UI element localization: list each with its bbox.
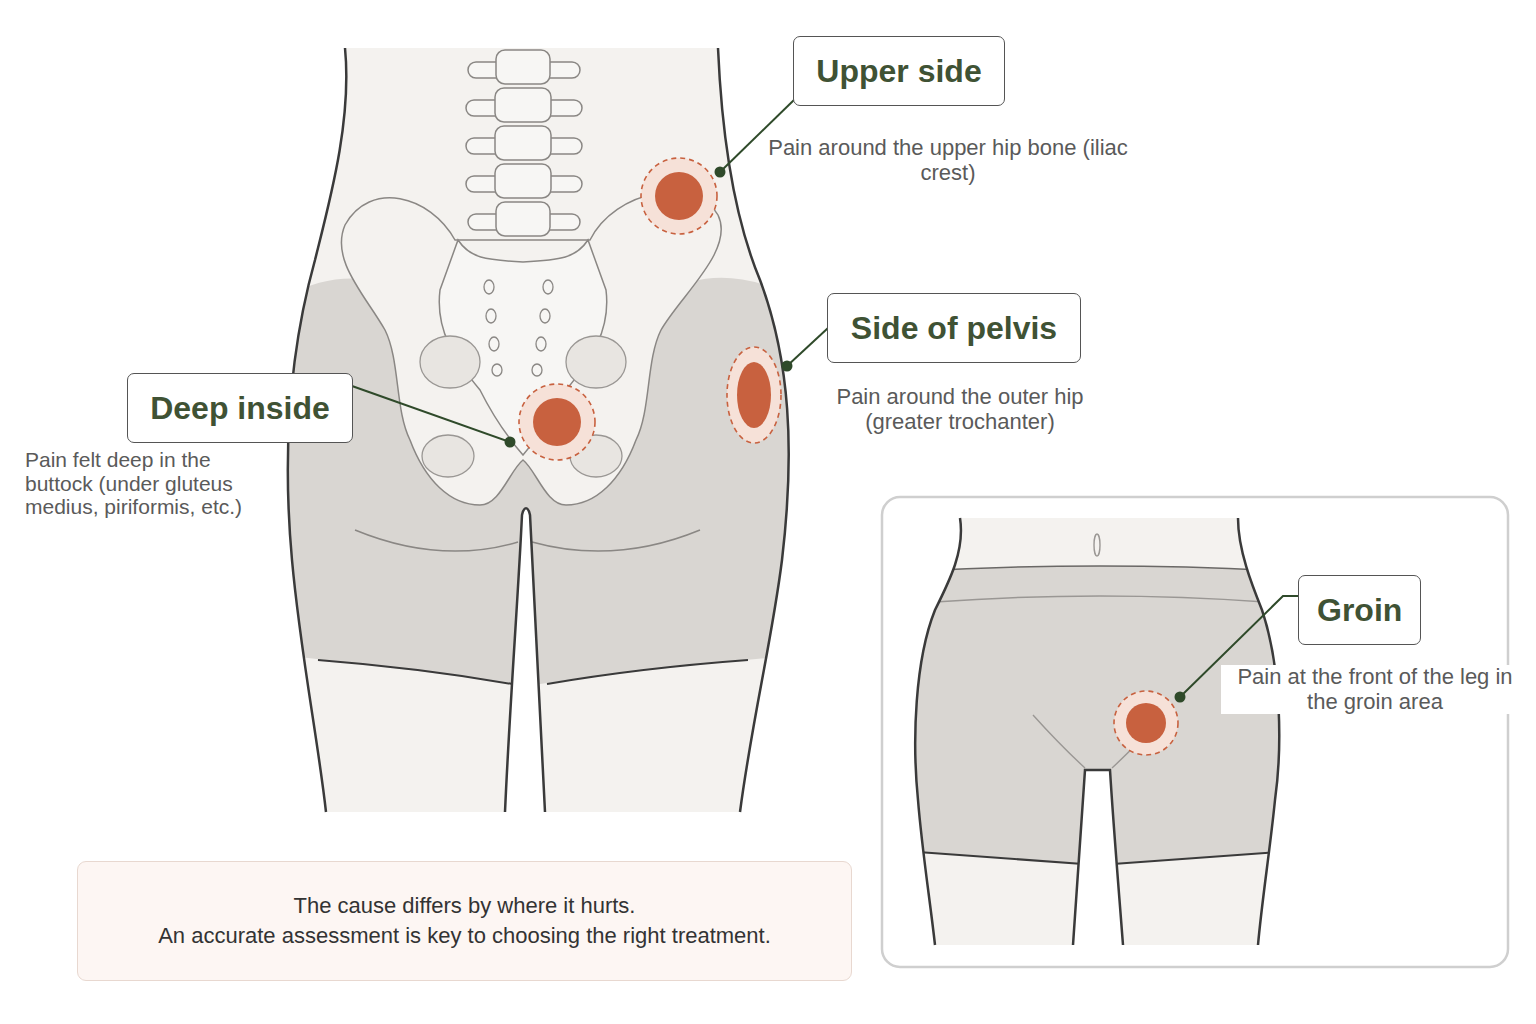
body-outline bbox=[505, 508, 545, 812]
pain-halo bbox=[641, 158, 717, 234]
hip-socket bbox=[566, 336, 626, 388]
pain-marker bbox=[641, 158, 717, 234]
body-outline bbox=[1073, 770, 1123, 945]
crotch-seam bbox=[1033, 715, 1085, 768]
callout-box: Upper side bbox=[793, 36, 1005, 106]
vertebra-body bbox=[495, 126, 551, 160]
pain-halo bbox=[519, 384, 595, 460]
pain-dot bbox=[655, 172, 703, 220]
pain-dot bbox=[533, 398, 581, 446]
navel bbox=[1094, 534, 1100, 556]
front-figure bbox=[900, 518, 1300, 945]
shorts-hem bbox=[918, 852, 1083, 864]
pain-description: Pain around the outer hip (greater troch… bbox=[800, 385, 1120, 434]
callout-heading: Deep inside bbox=[150, 389, 330, 427]
pain-description: Pain around the upper hip bone (iliac cr… bbox=[762, 136, 1134, 185]
foramen bbox=[489, 337, 499, 351]
leader-line bbox=[352, 386, 510, 442]
shorts-hem bbox=[318, 660, 512, 684]
callout-heading: Groin bbox=[1317, 591, 1402, 629]
caption-text: An accurate assessment is key to choosin… bbox=[158, 921, 771, 951]
leader-dot bbox=[716, 168, 725, 177]
shorts-hem bbox=[1113, 852, 1280, 864]
foramen bbox=[484, 280, 494, 294]
leader-lines bbox=[352, 99, 1299, 702]
callout-box: Side of pelvis bbox=[827, 293, 1081, 363]
sacral-foramina bbox=[484, 280, 553, 376]
shorts bbox=[900, 566, 1300, 864]
vertebra-body bbox=[496, 50, 550, 84]
pain-marker bbox=[519, 384, 595, 460]
leader-dot bbox=[783, 362, 792, 371]
leader-line bbox=[787, 328, 828, 366]
body-outline bbox=[1238, 518, 1279, 945]
waistband-top bbox=[900, 566, 1300, 572]
pain-halo bbox=[1114, 691, 1178, 755]
pain-marker bbox=[727, 347, 781, 443]
leader-dot bbox=[1176, 693, 1185, 702]
spine bbox=[466, 50, 582, 236]
back-figure bbox=[280, 48, 800, 812]
pelvis bbox=[341, 192, 721, 505]
callout-box: Deep inside bbox=[127, 373, 353, 443]
callout-box: Groin bbox=[1298, 575, 1421, 645]
buttock-crease bbox=[532, 530, 700, 551]
caption-box: The cause differs by where it hurts.An a… bbox=[77, 861, 852, 981]
caption-text: The cause differs by where it hurts. bbox=[294, 891, 636, 921]
vertebra-body bbox=[496, 202, 550, 236]
foramen bbox=[543, 280, 553, 294]
waistband-line bbox=[935, 596, 1265, 602]
pain-dot bbox=[1126, 703, 1166, 743]
hip-socket bbox=[420, 336, 480, 388]
leader-dot bbox=[506, 438, 515, 447]
vertebra-body bbox=[495, 88, 551, 122]
pain-halo bbox=[727, 347, 781, 443]
foramen bbox=[492, 364, 502, 376]
pain-dot bbox=[737, 362, 771, 428]
pain-marker bbox=[1114, 691, 1178, 755]
obturator bbox=[422, 435, 474, 477]
body-outline bbox=[915, 518, 961, 945]
callout-heading: Upper side bbox=[816, 52, 981, 90]
shorts-hem bbox=[547, 660, 748, 684]
foramen bbox=[532, 364, 542, 376]
vertebra-body bbox=[495, 164, 551, 198]
pain-description: Pain at the front of the leg in the groi… bbox=[1221, 665, 1529, 714]
foramen bbox=[486, 309, 496, 323]
callout-heading: Side of pelvis bbox=[851, 309, 1057, 347]
foramen bbox=[540, 309, 550, 323]
pain-description: Pain felt deep in the buttock (under glu… bbox=[25, 448, 253, 519]
inset-panel bbox=[882, 497, 1508, 967]
buttock-crease bbox=[355, 530, 518, 551]
foramen bbox=[536, 337, 546, 351]
